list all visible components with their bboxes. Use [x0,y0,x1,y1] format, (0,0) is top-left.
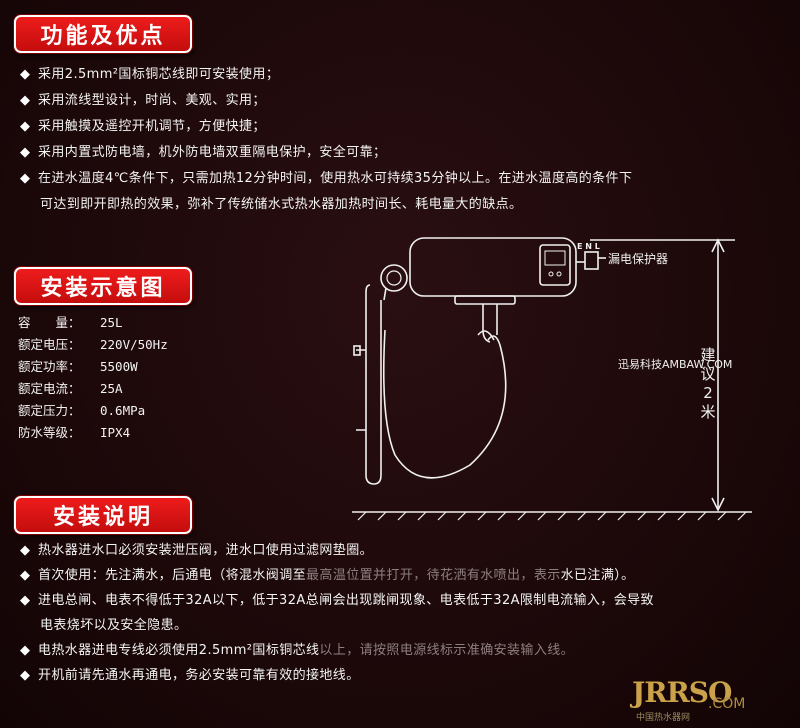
diamond-bullet-icon: ◆ [20,668,31,683]
diamond-bullet-icon: ◆ [20,543,31,558]
diamond-bullet-icon: ◆ [20,568,31,583]
diamond-bullet-icon: ◆ [20,593,31,608]
height-label-char: 米 [700,403,715,421]
spec-value: 0.6MPa [100,403,146,418]
shower-hose [382,329,507,479]
list-item: ◆ 采用流线型设计，时尚、美观、实用； [20,88,632,114]
list-item: ◆ 采用2.5mm²国标铜芯线即可安装使用； [20,62,632,88]
feature-text: 采用内置式防电墙，机外防电墙双重隔电保护，安全可靠； [38,145,387,160]
diamond-bullet-icon: ◆ [20,171,31,186]
note-text: 首次使用：先注满水，后通电（将混水阀调至 [38,568,307,583]
note-text: 开机前请先通水再通电，务必安装可靠有效的接地线。 [38,668,360,683]
spec-row: 防水等级： IPX4 [18,422,168,444]
spec-label: 容 量： [18,315,81,330]
watermark: 迅易科技AMBAW.COM [618,358,733,371]
enl-label: E N L [577,242,600,251]
spec-value: 220V/50Hz [100,337,168,352]
list-item: ◆ 首次使用：先注满水，后通电（将混水阀调至最高温位置并打开，待花洒有水喷出，表示… [20,563,654,588]
install-notes-list: ◆ 热水器进水口必须安装泄压阀，进水口使用过滤网垫圈。 ◆ 首次使用：先注满水，后通… [20,538,654,688]
note-text: 水已注满）。 [560,568,635,583]
features-list: ◆ 采用2.5mm²国标铜芯线即可安装使用； ◆ 采用流线型设计，时尚、美观、实用；… [20,62,632,218]
list-item: ◆ 采用内置式防电墙，机外防电墙双重隔电保护，安全可靠； [20,140,632,166]
logo-domain: .COM [708,696,746,712]
note-text: 电热水器进电专线必须使用2.5mm²国标铜芯线 [38,643,320,658]
spec-row: 容 量： 25L [18,312,168,334]
note-text: 电表烧坏以及安全隐患。 [40,618,188,633]
list-item: ◆ 进电总闸、电表不得低于32A以下，低于32A总闸会出现跳闸现象、电表低于32A… [20,588,654,613]
feature-text: 采用2.5mm²国标铜芯线即可安装使用； [38,67,280,82]
spec-row: 额定电流： 25A [18,378,168,400]
inlet-pipe [482,304,491,343]
spec-label: 额定电压： [18,337,81,352]
logo-mark: JRRSO [632,676,732,709]
spec-label: 额定电流： [18,381,81,396]
spec-label: 防水等级： [18,425,81,440]
spec-row: 额定压力： 0.6MPa [18,400,168,422]
list-item: ◆ 电热水器进电专线必须使用2.5mm²国标铜芯线以上，请按照电源线标示准确安装输… [20,638,654,663]
spec-row: 额定电压： 220V/50Hz [18,334,168,356]
install-notes-title: 安装说明 [52,505,153,530]
ground-hatching [357,511,747,521]
height-label-char: 2 [703,384,713,402]
note-text: 进电总闸、电表不得低于32A以下，低于32A总闸会出现跳闸现象、电表低于32A限… [38,593,654,608]
spec-row: 额定功率： 5500W [18,356,168,378]
note-text-faded: 最高温位置并打开，待花洒有水喷出，表示 [306,568,561,583]
shower-rail [365,284,382,485]
diamond-bullet-icon: ◆ [20,119,31,134]
list-item: ◆ 热水器进水口必须安装泄压阀，进水口使用过滤网垫圈。 [20,538,654,563]
list-item: ◆ 开机前请先通水再通电，务必安装可靠有效的接地线。 [20,663,654,688]
spec-label: 额定功率： [18,359,81,374]
spec-label: 额定压力： [18,403,81,418]
spec-list: 容 量： 25L 额定电压： 220V/50Hz 额定功率： 5500W 额定电流： 2… [18,312,168,444]
logo-subtitle: 中国热水器网 [636,713,691,723]
note-text-faded: 以上，请按照电源线标示准确安装输入线。 [319,643,575,658]
control-panel-display [539,244,571,286]
features-title-badge: 功能及优点 [14,15,192,53]
spec-value: IPX4 [100,425,131,440]
install-diagram-title-badge: 安装示意图 [14,267,192,305]
install-diagram-title: 安装示意图 [40,276,166,301]
diamond-bullet-icon: ◆ [20,93,31,108]
list-item: ◆ 在进水温度4℃条件下，只需加热12分钟时间，使用热水可持续35分钟以上。在进水… [20,166,632,192]
diamond-bullet-icon: ◆ [20,145,31,160]
list-item-continuation: 可达到即开即热的效果，弥补了传统储水式热水器加热时间长、耗电量大的缺点。 [20,192,632,218]
feature-text: 采用流线型设计，时尚、美观、实用； [38,93,266,108]
site-logo: JRRSO .COM 中国热水器网 [632,676,792,724]
height-label-char: 建 [700,346,715,364]
install-notes-title-badge: 安装说明 [14,496,192,534]
feature-text: 可达到即开即热的效果，弥补了传统储水式热水器加热时间长、耗电量大的缺点。 [40,197,523,212]
shower-head-icon [380,264,408,292]
leakage-protector-box [584,251,599,270]
list-item: ◆ 采用触摸及遥控开机调节，方便快捷； [20,114,632,140]
features-title: 功能及优点 [40,24,166,49]
feature-text: 在进水温度4℃条件下，只需加热12分钟时间，使用热水可持续35分钟以上。在进水温… [38,171,633,186]
water-heater-body [409,237,577,297]
spec-value: 5500W [100,359,138,374]
spec-value: 25A [100,381,123,396]
list-item-continuation: 电表烧坏以及安全隐患。 [20,613,654,638]
height-label: 建 议 2 米 [700,346,715,421]
spec-value: 25L [100,315,123,330]
leakage-protector-label: 漏电保护器 [608,252,668,266]
height-label-char: 议 [700,365,715,383]
diamond-bullet-icon: ◆ [20,643,31,658]
feature-text: 采用触摸及遥控开机调节，方便快捷； [38,119,266,134]
note-text: 热水器进水口必须安装泄压阀，进水口使用过滤网垫圈。 [38,543,374,558]
diamond-bullet-icon: ◆ [20,67,31,82]
